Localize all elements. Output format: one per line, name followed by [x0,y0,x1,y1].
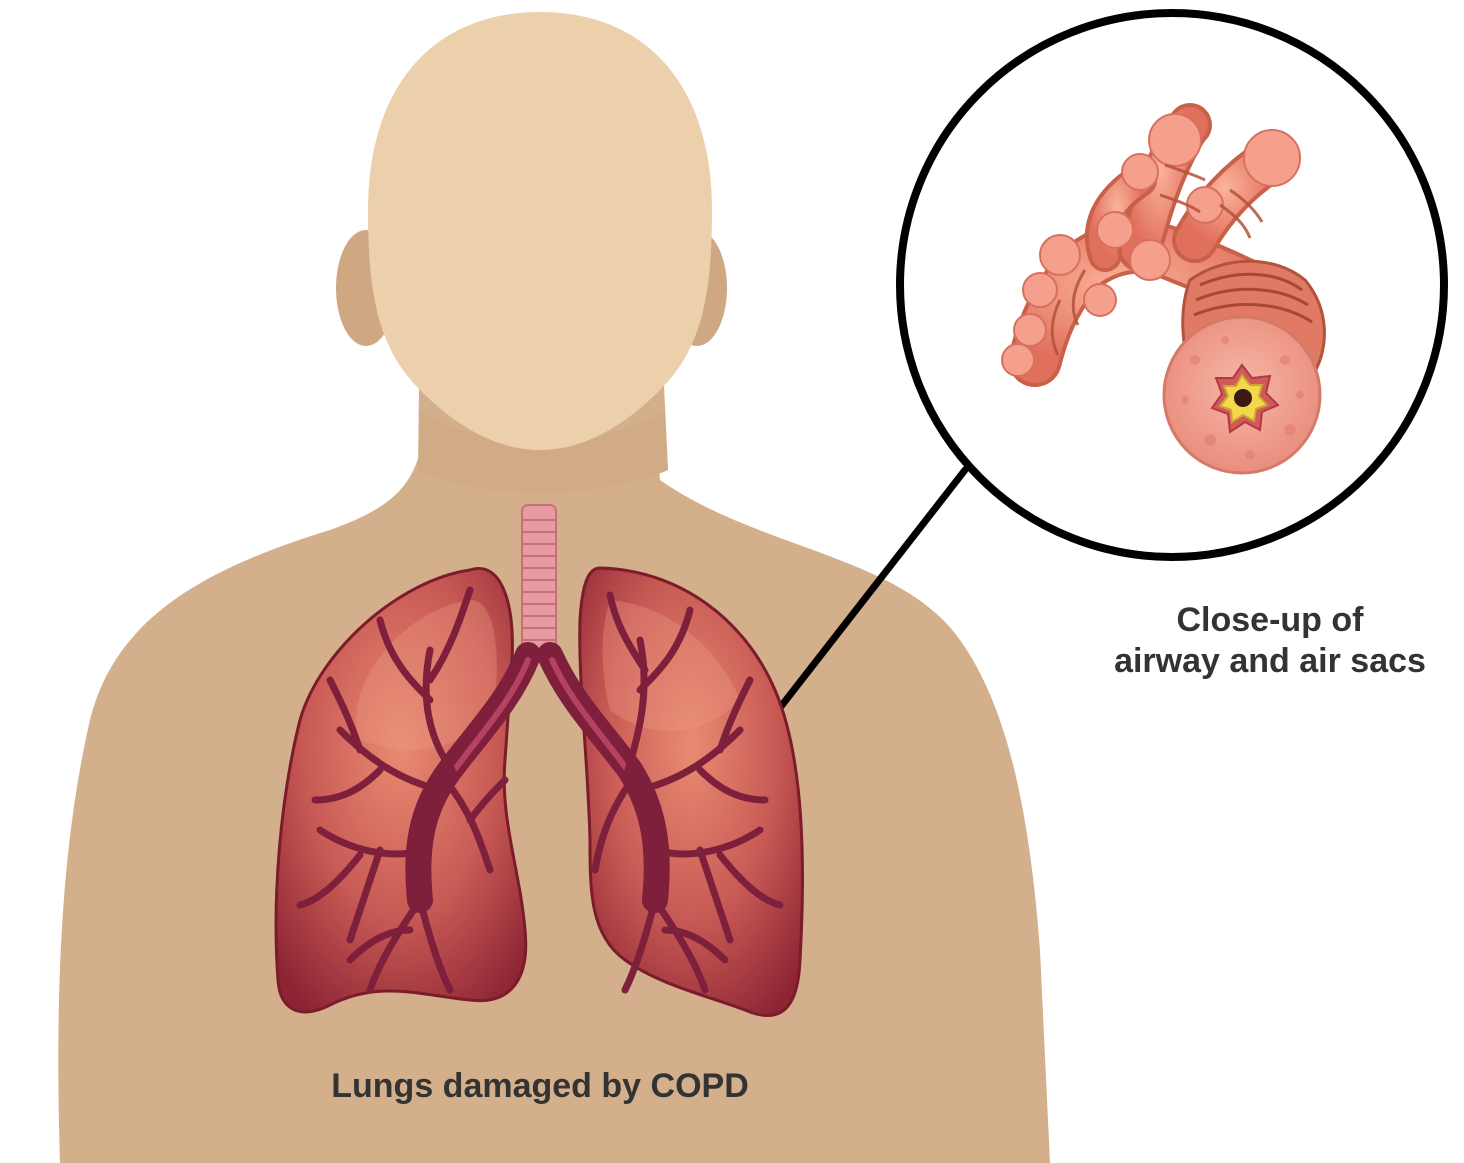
trachea-icon [522,505,556,655]
closeup-caption-line2: airway and air sacs [1070,641,1464,682]
lungs-caption: Lungs damaged by COPD [240,1066,840,1107]
closeup-caption: Close-up of airway and air sacs [1070,600,1464,683]
closeup-caption-line1: Close-up of [1070,600,1464,641]
magnifier-circle [900,13,1444,557]
head [368,12,712,450]
